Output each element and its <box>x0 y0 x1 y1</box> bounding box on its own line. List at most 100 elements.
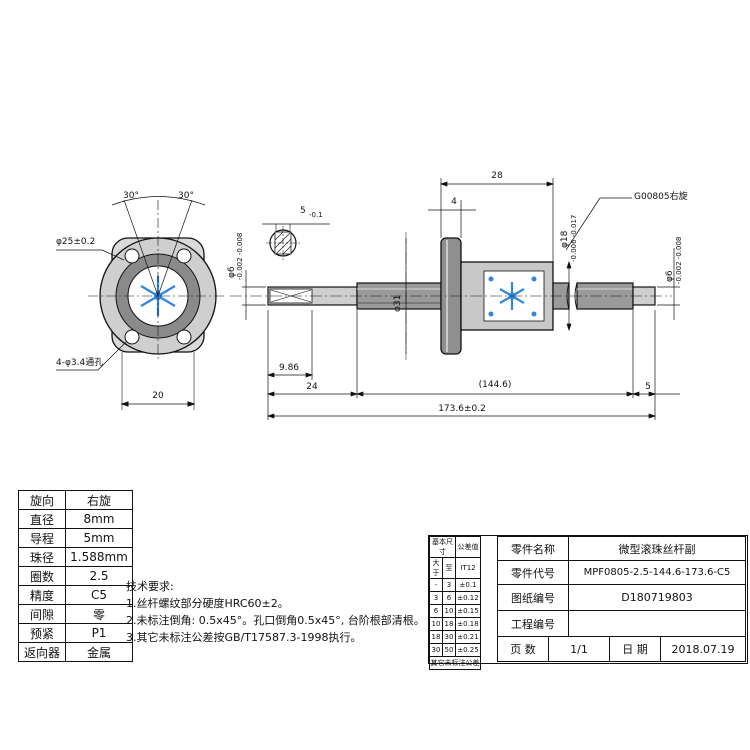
param-row: 间隙零 <box>18 604 133 624</box>
dim-dia-6-right-tol: -0.002 -0.008 <box>675 236 683 284</box>
param-key: 直径 <box>18 509 66 529</box>
tol-col-it12: IT12 <box>455 557 481 579</box>
dim-holes: 4-φ3.4通孔 <box>56 358 104 368</box>
tolerance-cell: ±0.25 <box>455 643 481 657</box>
dim-dia-18: φ18 <box>560 230 570 248</box>
param-key: 导程 <box>18 528 66 548</box>
page-label: 页 数 <box>497 636 549 662</box>
param-value: C5 <box>65 585 133 605</box>
screw-label: G00805右旋 <box>634 192 688 202</box>
tolerance-cell: ±0.15 <box>455 604 481 618</box>
tolerance-cell: 30 <box>442 630 456 644</box>
tol-header-value: 公差值 <box>455 536 481 558</box>
param-key: 旋向 <box>18 490 66 510</box>
dim-key-width: 5 <box>300 206 306 216</box>
param-value: 1.588mm <box>65 547 133 567</box>
drawing-no: D180719803 <box>568 584 746 611</box>
param-key: 返向器 <box>18 642 66 662</box>
dim-width-20: 20 <box>152 391 164 401</box>
param-key: 预紧 <box>18 623 66 643</box>
dim-key-tol: -0.1 <box>309 211 323 219</box>
tolerance-cell: 18 <box>442 617 456 631</box>
dim-len-5: 5 <box>645 382 651 392</box>
dim-len-1446: (144.6) <box>478 380 512 390</box>
tolerance-cell: ±0.12 <box>455 591 481 605</box>
notes-line-3: 3.其它未标注公差按GB/T17587.3-1998执行。 <box>126 631 362 644</box>
param-key: 间隙 <box>18 604 66 624</box>
param-row: 旋向右旋 <box>18 490 133 510</box>
dim-len-986: 9.86 <box>278 363 300 373</box>
tolerance-cell: 3 <box>442 578 456 592</box>
notes-title: 技术要求: <box>126 580 174 593</box>
dim-dia-6-right: φ6 <box>665 270 675 282</box>
dim-dia-6-left-tol: -0.002 -0.008 <box>236 232 244 280</box>
tolerance-cell: ±0.18 <box>455 617 481 631</box>
date-value: 2018.07.19 <box>660 636 746 662</box>
key-section <box>262 223 330 262</box>
dim-length-28: 28 <box>491 171 503 181</box>
dimension-lines <box>242 178 680 420</box>
param-value: 右旋 <box>65 490 133 510</box>
part-name-label: 零件名称 <box>497 536 569 561</box>
tol-col-over: 大于 <box>429 557 443 579</box>
tolerance-cell: 6 <box>442 591 456 605</box>
notes-line-2: 2.未标注倒角: 0.5x45°。孔口倒角0.5x45°, 台阶根部清根。 <box>126 614 425 627</box>
param-key: 精度 <box>18 585 66 605</box>
dim-angle-left: 30° <box>123 191 139 201</box>
dim-flange-4: 4 <box>451 197 457 207</box>
tolerance-cell: 30 <box>429 643 443 657</box>
tolerance-cell: 6 <box>429 604 443 618</box>
param-row: 返向器金属 <box>18 642 133 662</box>
param-value: 2.5 <box>65 566 133 586</box>
technical-notes: 技术要求: 1.丝杆螺纹部分硬度HRC60±2。 2.未标注倒角: 0.5x45… <box>126 578 425 646</box>
tolerance-cell: 18 <box>429 630 443 644</box>
param-key: 珠径 <box>18 547 66 567</box>
dim-len-24: 24 <box>306 382 318 392</box>
param-value: 金属 <box>65 642 133 662</box>
tolerance-row: -3±0.1 <box>429 578 481 592</box>
dim-dia-18-tol: -0.006 -0.017 <box>570 214 578 262</box>
dim-nut-dia: φ31 <box>393 294 403 312</box>
flange-front-view <box>56 196 226 410</box>
project-no <box>568 610 746 637</box>
param-value: 8mm <box>65 509 133 529</box>
param-value: 5mm <box>65 528 133 548</box>
dim-angle-right: 30° <box>178 191 194 201</box>
tolerance-cell: 10 <box>429 617 443 631</box>
param-key: 圈数 <box>18 566 66 586</box>
dim-total-len: 173.6±0.2 <box>438 404 486 414</box>
drawing-no-label: 图纸编号 <box>497 584 569 611</box>
part-code-label: 零件代号 <box>497 560 569 585</box>
shaft-side-view <box>230 232 672 360</box>
tolerance-cell: - <box>429 578 443 592</box>
dim-flange-dia: φ25±0.2 <box>56 237 96 247</box>
param-value: P1 <box>65 623 133 643</box>
part-name: 微型滚珠丝杆副 <box>568 536 746 561</box>
part-code: MPF0805-2.5-144.6-173.6-C5 <box>568 560 746 585</box>
date-label: 日 期 <box>609 636 661 662</box>
tolerance-cell: ±0.21 <box>455 630 481 644</box>
tol-header-basic: 基本尺寸 <box>429 536 456 558</box>
tol-footer: 其它未标注公差 <box>429 656 481 670</box>
project-no-label: 工程编号 <box>497 610 569 637</box>
tolerance-cell: ±0.1 <box>455 578 481 592</box>
tol-col-to: 至 <box>442 557 456 579</box>
param-value: 零 <box>65 604 133 624</box>
tolerance-cell: 50 <box>442 643 456 657</box>
tolerance-cell: 3 <box>429 591 443 605</box>
